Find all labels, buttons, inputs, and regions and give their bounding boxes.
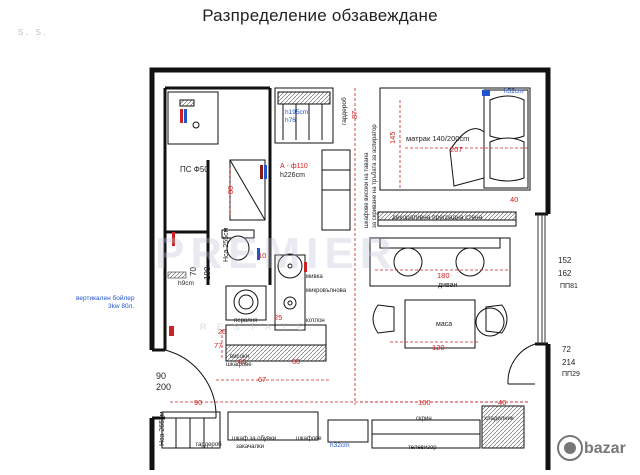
washing-machine [225, 285, 267, 321]
label-90: 90 [156, 371, 166, 381]
outer-walls [149, 67, 551, 470]
label-200: 200 [156, 382, 171, 392]
dim-80: 80 [226, 186, 235, 194]
dim-40: 40 [510, 195, 518, 204]
entrance-door [164, 349, 217, 419]
wardrobe-top [274, 87, 334, 144]
dim-10: 10 [258, 251, 266, 260]
utility-markers [167, 109, 307, 336]
center-watermark: PREMIER [155, 229, 397, 278]
label-cabinets-bottom: шкафове [296, 436, 322, 442]
balcony-door [507, 343, 536, 385]
bazar-logo: bazar [557, 435, 626, 461]
label-ps: ПС Ф50 [180, 165, 209, 174]
dim-120: 120 [432, 343, 445, 352]
toilet [221, 229, 255, 261]
label-tv: телевизор [408, 445, 437, 451]
bottom-furniture [161, 405, 525, 449]
interior-walls [152, 86, 272, 420]
dim-60a: 60 [292, 357, 300, 366]
label-hangers: закачалки [236, 444, 264, 450]
label-72: 72 [562, 345, 571, 354]
label-chest: скрин [416, 416, 432, 422]
label-tall-1: високи [230, 354, 249, 360]
label-boiler-1: вертикален бойлер [76, 294, 135, 302]
label-h195: h195cm [285, 109, 308, 116]
sofa [369, 237, 511, 287]
label-152: 152 [558, 256, 572, 265]
label-boiler-2: 3kw 80л. [108, 303, 134, 310]
corner-watermark: s. s. [18, 26, 49, 38]
kitchen-cabinets [225, 254, 327, 362]
label-cabinet-vertical: шкафове високи на тавана [364, 152, 370, 228]
dim-87: 87 [350, 111, 359, 119]
tall-cabinets [321, 149, 351, 231]
label-fridge: хладилник [484, 416, 514, 422]
washbasin [277, 253, 303, 279]
label-mattress: матрак 140/200cm [406, 134, 469, 143]
label-h76: h76 [285, 117, 296, 124]
dim-145: 145 [388, 131, 397, 144]
label-af110: А - ф110 [280, 163, 308, 170]
dim-60b: 60 [238, 357, 246, 366]
page-title: Разпределение обзавеждане [202, 6, 438, 25]
dim-25a: 25 [218, 327, 226, 336]
label-214: 214 [562, 358, 576, 367]
label-decorative-partition: декоративна преградна стена [392, 214, 483, 221]
label-162: 162 [558, 269, 572, 278]
bed [379, 87, 531, 191]
dim-180: 180 [437, 271, 450, 280]
dim-160: 160 [418, 398, 431, 407]
label-wardrobe-top: гардероб [340, 97, 348, 125]
label-sink: мивка [306, 274, 323, 280]
dining-table [372, 299, 508, 349]
label-wardrobe-bottom: гардероб [196, 442, 222, 448]
label-h52: h52cm [504, 88, 524, 95]
label-sofa: диван [438, 282, 458, 289]
label-pp81: ПП81 [560, 283, 578, 290]
center-watermark-sub: R E S T A T E [200, 322, 307, 332]
label-h226: h226cm [280, 172, 305, 179]
label-h32: h32cm [330, 442, 350, 449]
label-198: 198 [203, 266, 212, 280]
label-shoes: шкаф за обувки [232, 436, 276, 442]
label-tall-2: шкафове [226, 362, 252, 368]
dim-90b: 90 [194, 398, 202, 407]
dim-25b: 25 [274, 313, 282, 322]
dim-207: 207 [450, 145, 463, 154]
decorative-partition [377, 211, 517, 227]
label-microwave: микровълнова [306, 288, 347, 294]
dim-67: 67 [258, 375, 266, 384]
label-hob: котлон [306, 318, 325, 324]
dimension-lines [170, 88, 530, 405]
label-washing-machine: пералня [234, 318, 257, 324]
dim-77: 77 [214, 341, 222, 350]
windows [537, 214, 546, 344]
label-nsa265: Нса 265см [159, 411, 166, 446]
label-pp29: ПП29 [562, 371, 580, 378]
label-h9: h9cm [178, 280, 194, 287]
label-cabinet-vertical-2: за скриване на тръбата за аспиратор [372, 124, 378, 228]
label-70: 70 [189, 267, 198, 276]
label-nsa255: Нса 255см [223, 227, 230, 262]
dim-46: 46 [498, 398, 506, 407]
shower-tray [167, 91, 266, 221]
bazar-logo-text: bazar [584, 440, 626, 457]
label-table: маса [436, 321, 452, 328]
